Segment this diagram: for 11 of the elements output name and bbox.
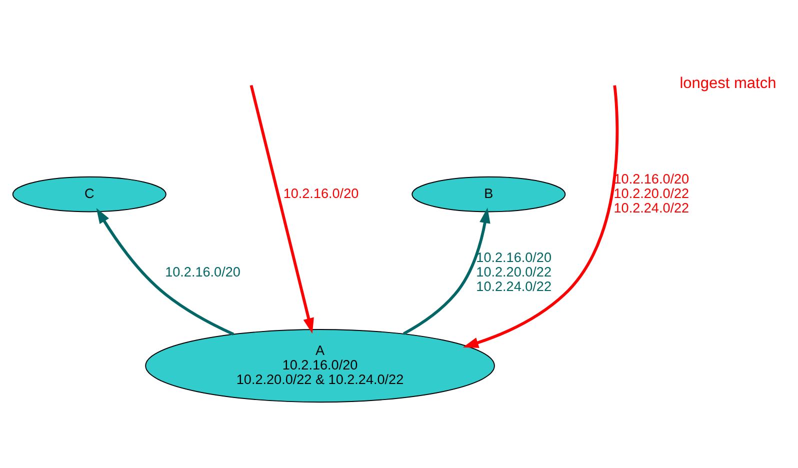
node-ellipse: C (12, 176, 166, 212)
node-ellipse: B (412, 176, 566, 212)
node-ellipse: A 10.2.16.0/20 10.2.20.0/22 & 10.2.24.0/22 (145, 328, 495, 402)
arrow (402, 207, 490, 335)
arrow (462, 84, 619, 348)
arrow (250, 84, 314, 334)
edge-label: 10.2.16.0/20 10.2.20.0/22 10.2.24.0/22 (476, 249, 552, 294)
label: longest match (680, 74, 776, 92)
arrow (96, 207, 234, 336)
edge-label: 10.2.16.0/20 (283, 185, 359, 200)
edge-label: 10.2.16.0/20 (165, 264, 240, 279)
